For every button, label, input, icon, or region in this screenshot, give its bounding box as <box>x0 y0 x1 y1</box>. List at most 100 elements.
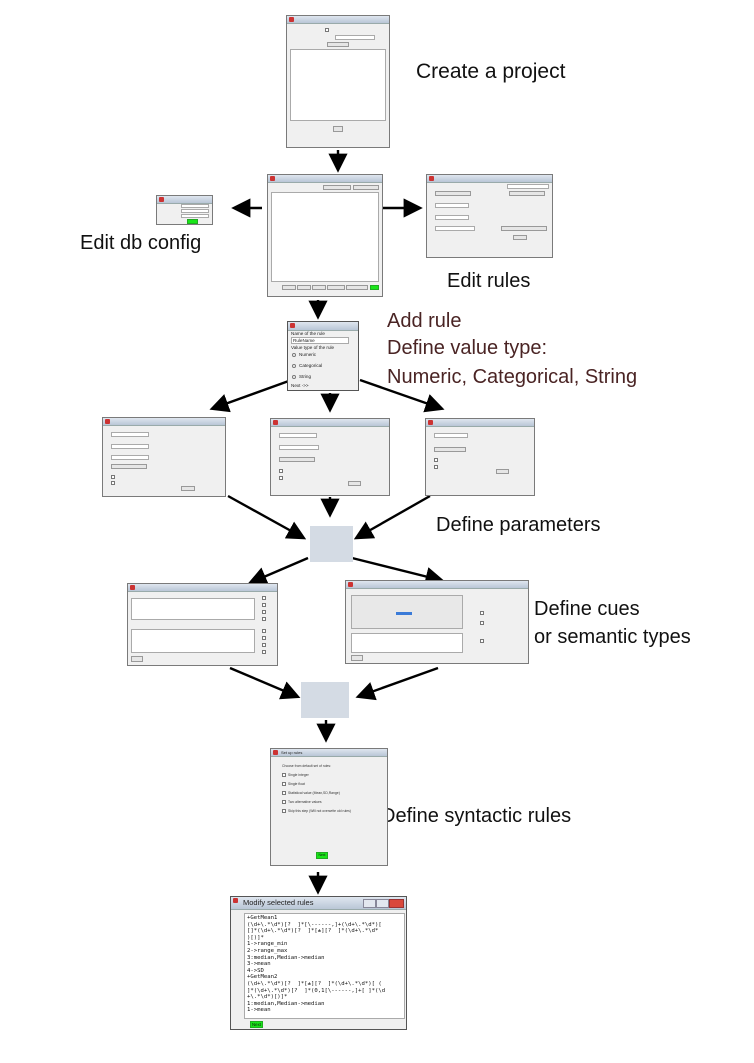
edit-lexical-cue-list-button[interactable] <box>435 191 471 196</box>
numeric-pragmatic-dropdown[interactable] <box>111 464 147 469</box>
numeric-default-unit-field[interactable] <box>111 444 149 449</box>
numeric-units-field[interactable] <box>111 455 149 460</box>
code-line: +GetMean1 <box>247 915 278 921</box>
categorical-categories-field[interactable] <box>279 445 319 450</box>
semantic-tree-panel[interactable] <box>351 595 463 629</box>
rules-code-textarea[interactable]: +GetMean1(\d+\.*\d*)[? ]*[\------,]+(\d+… <box>244 913 405 1019</box>
statistical-value-checkbox[interactable] <box>282 791 286 795</box>
numeric-lexical-radio[interactable] <box>111 475 115 479</box>
categorical-pragmatic-dropdown[interactable] <box>279 457 315 462</box>
categorical-radio[interactable] <box>292 364 296 368</box>
whitelist-stub-checkbox[interactable] <box>262 603 266 607</box>
categorical-params-save-button[interactable] <box>348 481 361 486</box>
default-unit-field[interactable] <box>435 215 469 220</box>
string-params-titlebar[interactable] <box>426 419 534 427</box>
whitelist-box[interactable] <box>131 598 255 620</box>
rule-name-input[interactable]: RuleName <box>291 337 349 344</box>
numeric-semantic-radio[interactable] <box>111 481 115 485</box>
move-up-rule-button[interactable] <box>327 285 345 290</box>
whitelist-header-checkbox[interactable] <box>262 596 266 600</box>
edit-rules-save-button[interactable] <box>513 235 527 240</box>
possible-units-field[interactable] <box>435 226 475 231</box>
string-radio[interactable] <box>292 375 296 379</box>
create-project-titlebar[interactable] <box>287 16 389 24</box>
minimize-button[interactable] <box>363 899 376 908</box>
whitelist-data-checkbox[interactable] <box>262 617 266 621</box>
arrow-add-to-string <box>359 378 445 413</box>
modify-next-button[interactable]: Next <box>250 1021 263 1028</box>
skip-step-label: Skip this step (Will not overwrite old r… <box>288 809 351 813</box>
pragmatic-class-dropdown[interactable] <box>501 226 547 231</box>
class-name-field[interactable] <box>435 203 469 208</box>
label-semantic-types: or semantic types <box>534 626 691 648</box>
edit-rules-titlebar[interactable] <box>427 175 552 183</box>
add-rule-next-button[interactable]: Next ->> <box>291 383 309 388</box>
semantic-blacklist-box[interactable] <box>351 633 463 653</box>
clear-db-table-button[interactable] <box>353 185 379 190</box>
maximize-button[interactable] <box>376 899 389 908</box>
create-project-next-button[interactable] <box>333 126 343 132</box>
db-user-field[interactable] <box>181 214 209 218</box>
blacklist-header-checkbox[interactable] <box>262 629 266 633</box>
rule-name-field[interactable] <box>507 184 549 189</box>
edit-syntactic-rules-button[interactable] <box>509 191 545 196</box>
load-project-button[interactable] <box>327 42 349 47</box>
two-alternative-checkbox[interactable] <box>282 800 286 804</box>
create-new-project-checkbox[interactable] <box>325 28 329 32</box>
add-rule-titlebar[interactable] <box>288 322 358 331</box>
edit-rule-button[interactable] <box>312 285 326 290</box>
blacklist-data-checkbox[interactable] <box>262 650 266 654</box>
string-pragmatic-dropdown[interactable] <box>434 447 466 452</box>
string-params-save-button[interactable] <box>496 469 509 474</box>
single-integer-checkbox[interactable] <box>282 773 286 777</box>
string-semantic-radio[interactable] <box>434 465 438 469</box>
numeric-class-field[interactable] <box>111 432 149 437</box>
cue-list-save-button[interactable] <box>131 656 143 662</box>
whitelist-superrow-checkbox[interactable] <box>262 610 266 614</box>
add-rule-button[interactable] <box>282 285 296 290</box>
blacklist-box[interactable] <box>131 629 255 653</box>
string-lexical-radio[interactable] <box>434 458 438 462</box>
db-config-save-button[interactable] <box>187 219 198 224</box>
semantic-tree-selected-node[interactable] <box>396 612 412 615</box>
delete-rule-button[interactable] <box>297 285 311 290</box>
semantic-data-checkbox[interactable] <box>480 639 484 643</box>
numeric-params-titlebar[interactable] <box>103 418 225 426</box>
single-float-checkbox[interactable] <box>282 782 286 786</box>
semantic-header-checkbox[interactable] <box>480 611 484 615</box>
arrow-numeric-to-merge <box>227 494 307 540</box>
code-line: 1->range_min <box>247 941 288 948</box>
project-list[interactable] <box>290 49 386 121</box>
db-config-titlebar[interactable] <box>157 196 212 204</box>
categorical-class-field[interactable] <box>279 433 317 438</box>
main-window-go-button[interactable] <box>370 285 379 290</box>
syntactic-heading: Choose from default set of rules: <box>282 764 332 768</box>
rules-list[interactable] <box>271 192 379 282</box>
skip-step-checkbox[interactable] <box>282 809 286 813</box>
move-down-rule-button[interactable] <box>346 285 368 290</box>
syntactic-next-button[interactable]: Next <box>316 852 328 859</box>
categorical-option-label: Categorical <box>299 363 323 368</box>
db-port-field[interactable] <box>181 209 209 213</box>
db-host-field[interactable] <box>181 204 209 208</box>
rules-code-lines: +GetMean1(\d+\.*\d*)[? ]*[\------,]+(\d+… <box>247 915 385 1014</box>
categorical-lexical-radio[interactable] <box>279 469 283 473</box>
semantic-stub-checkbox[interactable] <box>480 621 484 625</box>
project-name-input[interactable] <box>335 35 375 40</box>
main-window-titlebar[interactable] <box>268 175 382 183</box>
string-class-field[interactable] <box>434 433 468 438</box>
categorical-params-titlebar[interactable] <box>271 419 389 427</box>
cue-list-titlebar[interactable] <box>128 584 277 592</box>
numeric-radio[interactable] <box>292 353 296 357</box>
blacklist-superrow-checkbox[interactable] <box>262 643 266 647</box>
modify-rules-titlebar[interactable]: Modify selected rules <box>231 897 406 910</box>
blacklist-stub-checkbox[interactable] <box>262 636 266 640</box>
syntactic-rules-titlebar[interactable]: Set up rules <box>271 749 387 757</box>
configure-database-button[interactable] <box>323 185 351 190</box>
semantic-save-button[interactable] <box>351 655 363 661</box>
semantic-types-titlebar[interactable] <box>346 581 528 589</box>
close-button[interactable] <box>389 899 404 908</box>
numeric-params-save-button[interactable] <box>181 486 195 491</box>
code-line: (\d+\.*\d*)[? ]*[±][? ]*(\d+\.*\d*)[ ( <box>247 980 382 987</box>
categorical-semantic-radio[interactable] <box>279 476 283 480</box>
